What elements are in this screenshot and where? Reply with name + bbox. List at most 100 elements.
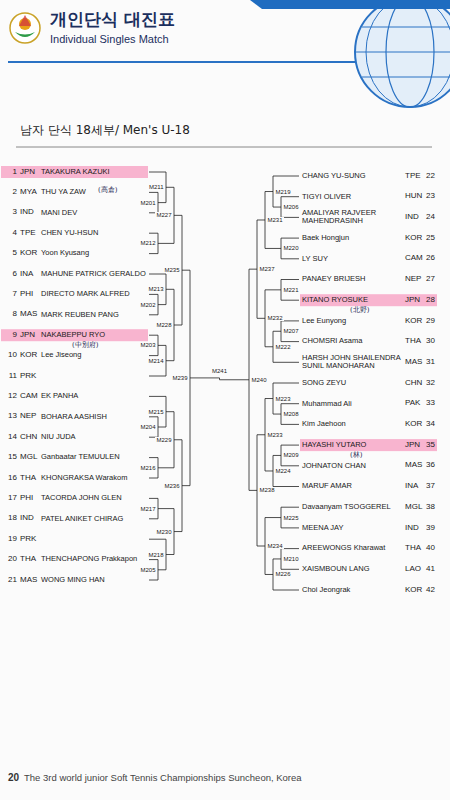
- bracket-line: [174, 531, 182, 532]
- globe: [355, 0, 450, 107]
- bracket-line: [273, 558, 281, 559]
- match-number: M204: [139, 424, 156, 430]
- bracket-line: [281, 507, 299, 508]
- bracket-line: [166, 187, 174, 188]
- bracket-line: [149, 335, 158, 336]
- bracket-line: [149, 314, 158, 315]
- country-code: KOR: [405, 420, 422, 429]
- seed-number: 13: [8, 412, 17, 421]
- bracket-line: [149, 396, 166, 397]
- player-name: Kim Jaehoon: [302, 420, 403, 428]
- highlight: [300, 439, 437, 451]
- country-code: LAO: [405, 565, 421, 574]
- bracket-line: [158, 345, 166, 346]
- match-number: M216: [139, 465, 156, 471]
- bracket-line: [281, 527, 299, 528]
- country-code: THA: [20, 555, 36, 564]
- player-name: MARK REUBEN PANG: [41, 311, 119, 319]
- country-code: IND: [405, 524, 419, 533]
- match-number: M203: [139, 342, 156, 348]
- bracket-line: [281, 217, 299, 218]
- bracket-line: [158, 202, 166, 203]
- country-code: INA: [20, 270, 33, 279]
- country-code: PAK: [405, 399, 420, 408]
- bracket-line: [281, 320, 299, 321]
- bracket-line: [273, 486, 299, 487]
- match-number: M217: [139, 506, 156, 512]
- bracket-line: [265, 191, 273, 192]
- bracket-line: [174, 215, 182, 216]
- player-name: KITANO RYOSUKE: [302, 296, 403, 304]
- country-code: HUN: [405, 192, 422, 201]
- player-name: Lee Jiseong: [41, 351, 81, 359]
- country-code: MAS: [405, 358, 422, 367]
- bracket-line: [281, 569, 299, 570]
- country-code: MGL: [20, 453, 37, 462]
- bracket-line: [158, 304, 166, 305]
- player-name: WONG MING HAN: [41, 576, 105, 584]
- bracket-line: [265, 289, 281, 290]
- section-rule: [16, 147, 432, 148]
- match-number: M230: [155, 529, 172, 535]
- bracket-line: [257, 318, 265, 319]
- player-name: Lee Eunyong: [302, 317, 403, 325]
- seed-number: 8: [13, 310, 17, 319]
- country-code: IND: [20, 514, 34, 523]
- seed-number: 9: [13, 331, 17, 340]
- logo-part: [19, 15, 31, 26]
- player-name: PANAEY BRIJESH: [302, 275, 403, 283]
- player-name: AMALIYAR RAJVEER MAHENDRASINH: [302, 209, 403, 226]
- match-number: M214: [147, 358, 164, 364]
- bracket-line: [149, 498, 158, 499]
- seed-number: 37: [426, 482, 435, 491]
- seed-number: 35: [426, 441, 435, 450]
- seed-number: 36: [426, 461, 435, 470]
- player-name: HARSH JOHN SHAILENDRA SUNIL MANOHARAN: [302, 354, 403, 371]
- player-name: THU YA ZAW: [41, 188, 86, 196]
- country-code: MGL: [405, 503, 422, 512]
- seed-number: 5: [13, 249, 17, 258]
- bracket-line: [281, 238, 299, 239]
- match-number: M208: [283, 411, 300, 417]
- bracket-line: [281, 445, 299, 446]
- seed-number: 25: [426, 234, 435, 243]
- seed-number: 1: [13, 168, 17, 177]
- match-number: M224: [275, 468, 292, 474]
- country-code: THA: [405, 337, 421, 346]
- seed-number: 28: [426, 296, 435, 305]
- seed-number: 27: [426, 275, 435, 284]
- bracket-line: [281, 341, 299, 342]
- country-code: TPE: [405, 172, 421, 181]
- bracket-line: [265, 248, 281, 249]
- bracket-line: [257, 219, 265, 220]
- bracket-line: [149, 253, 158, 254]
- country-code: INA: [405, 482, 418, 491]
- section-heading: 남자 단식 18세부/ Men's U-18: [20, 124, 190, 137]
- bracket-line: [265, 574, 273, 575]
- seed-number: 26: [426, 254, 435, 263]
- match-number: M235: [163, 267, 180, 273]
- bracket-line: [158, 467, 174, 468]
- player-name: TAKAKURA KAZUKI: [41, 168, 110, 176]
- seed-number: 3: [13, 208, 17, 217]
- bracket-line: [281, 403, 299, 404]
- match-number: M229: [155, 437, 172, 443]
- bracket-line: [149, 376, 166, 377]
- bracket-line: [149, 274, 166, 275]
- player-name: Ganbaatar TEMUULEN: [41, 453, 120, 461]
- bracket-line: [265, 470, 273, 471]
- player-name: PATEL ANIKET CHIRAG: [41, 515, 123, 523]
- bracket-line: [149, 294, 158, 295]
- seed-number: 21: [8, 576, 17, 585]
- country-code: THA: [20, 474, 36, 483]
- player-name: HAYASHI YUTARO: [302, 441, 403, 449]
- bracket-line: [149, 478, 158, 479]
- bracket-line: [219, 378, 220, 380]
- bracket-line: [158, 243, 174, 244]
- country-code: PHI: [20, 290, 33, 299]
- handwritten-note: (北野): [350, 307, 369, 315]
- bracket-line: [273, 414, 281, 415]
- match-number: M237: [259, 266, 276, 272]
- seed-number: 29: [426, 317, 435, 326]
- seed-number: 22: [426, 172, 435, 181]
